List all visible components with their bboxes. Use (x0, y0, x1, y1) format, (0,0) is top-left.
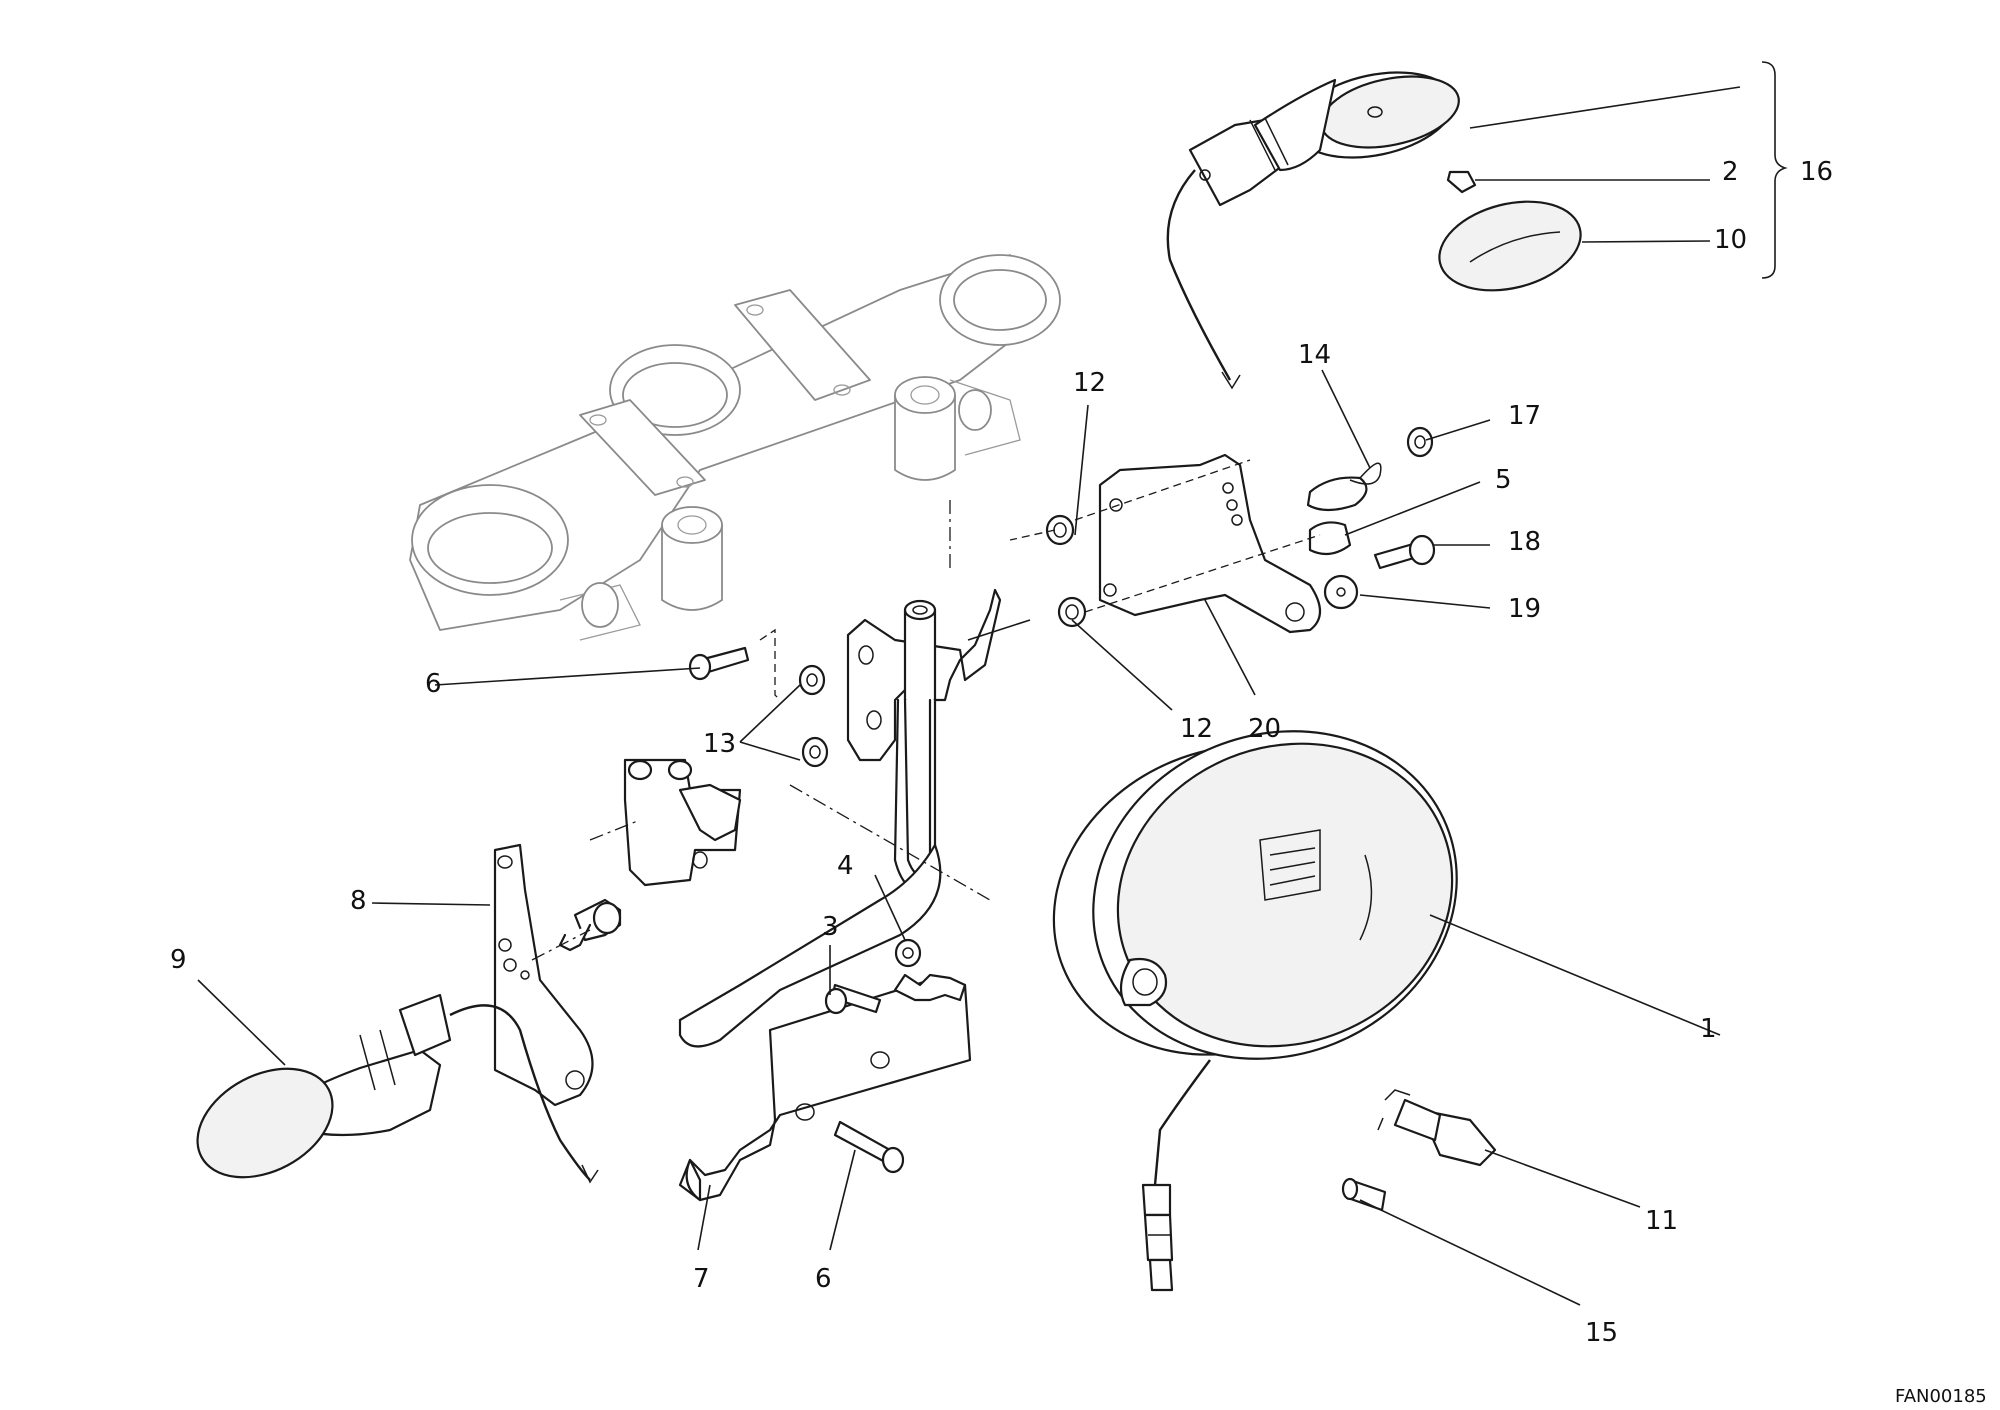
callout-6a: 6 (425, 669, 442, 699)
callout-9: 9 (170, 945, 187, 975)
indicator-bulb (1446, 170, 1477, 194)
headlight-support-bracket (678, 588, 1002, 1048)
callout-20: 20 (1248, 714, 1281, 744)
indicator-lens (1438, 200, 1582, 292)
callout-15: 15 (1585, 1318, 1618, 1348)
left-indicator-bracket (493, 758, 742, 1107)
lower-headlight-support (678, 973, 972, 1202)
parking-light-bulb (1341, 1177, 1387, 1212)
callout-16: 16 (1800, 157, 1833, 187)
hardware-items (688, 426, 1436, 1174)
assembly-center-lines (531, 459, 1321, 961)
drawing-code: FAN00185 (1895, 1386, 1987, 1407)
callout-6b: 6 (815, 1264, 832, 1294)
callout-2: 2 (1722, 157, 1739, 187)
headlight (1052, 730, 1458, 1292)
left-turn-indicator (196, 898, 622, 1184)
callout-19: 19 (1508, 594, 1541, 624)
callout-3: 3 (822, 912, 839, 942)
right-indicator-bracket (1098, 453, 1322, 634)
callout-10: 10 (1714, 225, 1747, 255)
headlight-bulb (1377, 1089, 1497, 1167)
leader-lines (197, 61, 1788, 1306)
callout-5: 5 (1495, 465, 1512, 495)
callout-17: 17 (1508, 401, 1541, 431)
callout-12b: 12 (1180, 714, 1213, 744)
callout-8: 8 (350, 886, 367, 916)
callout-4: 4 (837, 851, 854, 881)
callout-12a: 12 (1073, 368, 1106, 398)
upper-triple-clamp (409, 254, 1061, 641)
callout-14: 14 (1298, 340, 1331, 370)
callout-7: 7 (693, 1264, 710, 1294)
callout-labels: 1 2 3 4 5 6 6 7 8 9 10 11 12 12 13 14 15… (170, 157, 1833, 1348)
callout-18: 18 (1508, 527, 1541, 557)
right-turn-indicator (1166, 71, 1460, 390)
callout-11: 11 (1645, 1206, 1678, 1236)
callout-13: 13 (703, 729, 736, 759)
callout-1: 1 (1700, 1014, 1717, 1044)
